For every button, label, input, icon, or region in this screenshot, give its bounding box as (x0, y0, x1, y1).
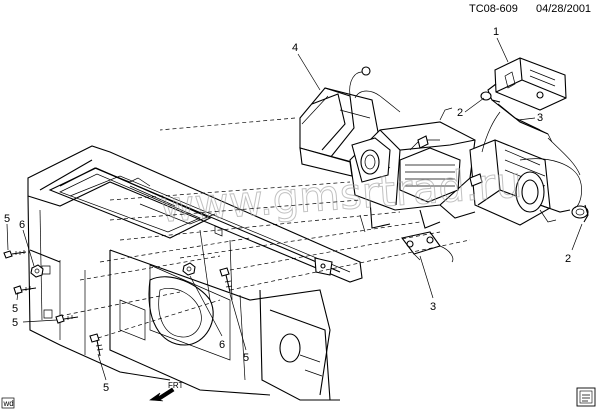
callout-2-right: 2 (565, 253, 571, 265)
alignment-lines (59, 117, 471, 339)
callout-5-a: 5 (4, 213, 10, 225)
bolt-1-icon (3, 250, 27, 259)
wd-tag: wd (1, 397, 15, 409)
bolt-5-icon (219, 267, 233, 293)
callout-5-e: 5 (243, 352, 249, 364)
callout-5-b: 5 (12, 303, 18, 315)
callout-6-a: 6 (19, 219, 25, 231)
figure-code: TC08-609 (469, 3, 518, 15)
hvac-module (299, 66, 589, 233)
dash-panel-frame (27, 145, 363, 401)
callout-3-top: 3 (537, 112, 543, 124)
fasteners (3, 250, 233, 357)
book-icon (576, 387, 596, 407)
callout-5-d: 5 (103, 382, 109, 394)
callout-1: 1 (493, 26, 499, 38)
bolt-3-icon (55, 314, 79, 324)
control-module (487, 57, 567, 111)
nut-2-icon (182, 262, 196, 276)
actuator-bracket (401, 231, 454, 263)
callout-2-top: 2 (457, 107, 463, 119)
wd-label: wd (3, 399, 14, 408)
figure-date: 04/28/2001 (536, 3, 591, 15)
leader-lines (6, 37, 583, 381)
control-cables (480, 91, 589, 223)
nut-1-icon (30, 264, 44, 278)
callout-4: 4 (292, 42, 298, 54)
bolt-2-icon (13, 285, 37, 295)
frt-label: FRT (168, 381, 184, 390)
arrow-icon (149, 387, 175, 402)
front-direction-indicator: FRT (149, 381, 184, 402)
callout-labels: 1 4 2 3 2 3 5 6 5 5 5 6 5 (4, 26, 571, 394)
callout-3-bottom: 3 (430, 301, 436, 313)
callout-5-c: 5 (12, 317, 18, 329)
callout-6-b: 6 (219, 339, 225, 351)
bolt-4-icon (89, 333, 104, 357)
